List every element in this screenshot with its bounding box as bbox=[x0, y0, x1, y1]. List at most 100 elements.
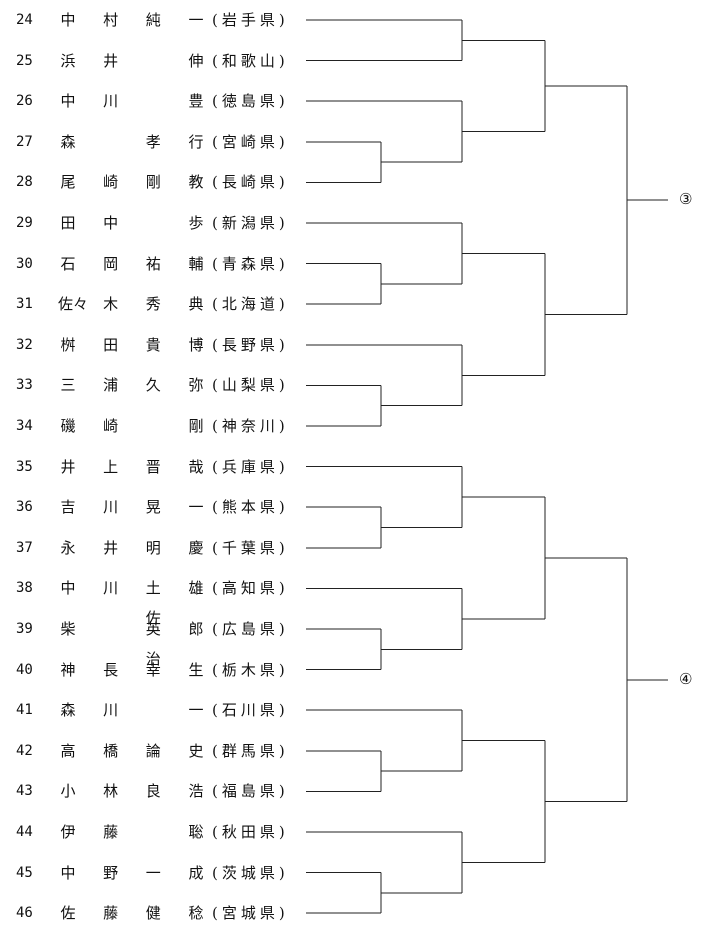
name-char: 川 bbox=[103, 579, 119, 598]
name-char: 伸 bbox=[188, 51, 204, 70]
entry-number: 33 bbox=[16, 377, 33, 394]
name-char: 磯 bbox=[60, 417, 76, 435]
name-char: 森 bbox=[60, 132, 76, 151]
name-char: 小 bbox=[60, 782, 76, 801]
name-char: 三 bbox=[60, 376, 76, 395]
entry-prefecture: (北海道) bbox=[212, 295, 289, 314]
name-char: 崎 bbox=[103, 417, 119, 435]
name-char: 村 bbox=[103, 11, 119, 29]
name-char: 川 bbox=[103, 92, 119, 111]
name-char: 田 bbox=[103, 335, 119, 354]
name-char: 尾 bbox=[60, 173, 76, 192]
entry-prefecture: (神奈川) bbox=[212, 417, 289, 435]
entry-prefecture: (岩手県) bbox=[212, 11, 289, 29]
name-char: 幸 bbox=[145, 660, 161, 679]
name-char: 晋 bbox=[145, 457, 161, 476]
name-char: 一 bbox=[188, 498, 204, 517]
name-char: 長 bbox=[103, 660, 119, 679]
name-char: 中 bbox=[60, 92, 76, 111]
name-char: 岡 bbox=[103, 254, 119, 273]
name-char: 剛 bbox=[188, 417, 204, 435]
entry-prefecture: (栃木県) bbox=[212, 660, 289, 679]
name-char: 郎 bbox=[188, 620, 204, 638]
name-char: 藤 bbox=[103, 904, 119, 923]
name-char: 一 bbox=[145, 863, 161, 882]
name-char: 秀 bbox=[145, 295, 161, 314]
name-char: 上 bbox=[103, 457, 119, 476]
name-char: 慶 bbox=[188, 538, 204, 557]
name-char: 久 bbox=[145, 376, 161, 395]
entry-name: 磯崎剛 bbox=[58, 411, 206, 441]
name-char: 中 bbox=[60, 863, 76, 882]
entry-prefecture: (長崎県) bbox=[212, 173, 289, 192]
entry-prefecture: (福島県) bbox=[212, 782, 289, 801]
entry-number: 24 bbox=[16, 12, 33, 28]
name-char: 崎 bbox=[103, 173, 119, 192]
name-char: 輔 bbox=[188, 254, 204, 273]
name-char: 豊 bbox=[188, 92, 204, 111]
name-char: 中 bbox=[60, 11, 76, 29]
entry-name: 浜井伸 bbox=[58, 46, 206, 76]
name-char: 良 bbox=[145, 782, 161, 801]
entry-number: 26 bbox=[16, 93, 33, 110]
entry-prefecture: (兵庫県) bbox=[212, 457, 289, 476]
name-char: 生 bbox=[188, 660, 204, 679]
entry-prefecture: (千葉県) bbox=[212, 538, 289, 557]
entry-name: 井上晋哉 bbox=[58, 452, 206, 482]
name-char: 雄 bbox=[188, 579, 204, 598]
name-char: 佐 bbox=[60, 904, 76, 923]
name-char: 土佐 bbox=[145, 579, 161, 628]
entry-prefecture: (熊本県) bbox=[212, 498, 289, 517]
entry-number: 25 bbox=[16, 52, 33, 69]
name-char: 藤 bbox=[103, 823, 119, 841]
entry-prefecture: (広島県) bbox=[212, 620, 289, 638]
name-char: 孝 bbox=[145, 132, 161, 151]
entry-name: 田中歩 bbox=[58, 208, 206, 238]
entry-prefecture: (山梨県) bbox=[212, 376, 289, 395]
entry-name: 吉川晃一 bbox=[58, 492, 206, 522]
entry-name: 中野一成 bbox=[58, 858, 206, 888]
name-char: 林 bbox=[103, 782, 119, 801]
entry-row: 25 浜井伸 (和歌山) bbox=[0, 46, 310, 76]
entry-number: 37 bbox=[16, 539, 33, 556]
entry-prefecture: (青森県) bbox=[212, 254, 289, 273]
entry-name: 森孝行 bbox=[58, 127, 206, 157]
entry-number: 36 bbox=[16, 499, 33, 516]
name-char: 歩 bbox=[188, 214, 204, 232]
entry-name: 三浦久弥 bbox=[58, 370, 206, 400]
entry-name: 桝田貴博 bbox=[58, 330, 206, 360]
entry-name: 柴英治郎 bbox=[58, 614, 206, 674]
name-char: 一 bbox=[188, 11, 204, 29]
name-char: 石 bbox=[60, 254, 76, 273]
entry-prefecture: (茨城県) bbox=[212, 863, 289, 882]
entry-name: 中川土佐雄 bbox=[58, 573, 206, 633]
bracket-label-4: ④ bbox=[679, 669, 693, 688]
name-char: 永 bbox=[60, 538, 76, 557]
name-char: 史 bbox=[188, 741, 204, 760]
bracket-label-3: ③ bbox=[679, 190, 693, 209]
entry-number: 42 bbox=[16, 742, 33, 759]
entry-number: 31 bbox=[16, 296, 33, 313]
entry-number: 30 bbox=[16, 255, 33, 272]
name-char: 吉 bbox=[60, 498, 76, 517]
entry-name: 石岡祐輔 bbox=[58, 249, 206, 279]
entry-name: 中川豊 bbox=[58, 86, 206, 116]
name-char: 剛 bbox=[145, 173, 161, 192]
entry-number: 41 bbox=[16, 702, 33, 719]
entry-number: 35 bbox=[16, 458, 33, 475]
entry-prefecture: (和歌山) bbox=[212, 51, 289, 70]
entry-name: 森川一 bbox=[58, 695, 206, 725]
entry-name: 高橋論史 bbox=[58, 736, 206, 766]
name-char: 井 bbox=[60, 457, 76, 476]
name-char: 浦 bbox=[103, 376, 119, 395]
